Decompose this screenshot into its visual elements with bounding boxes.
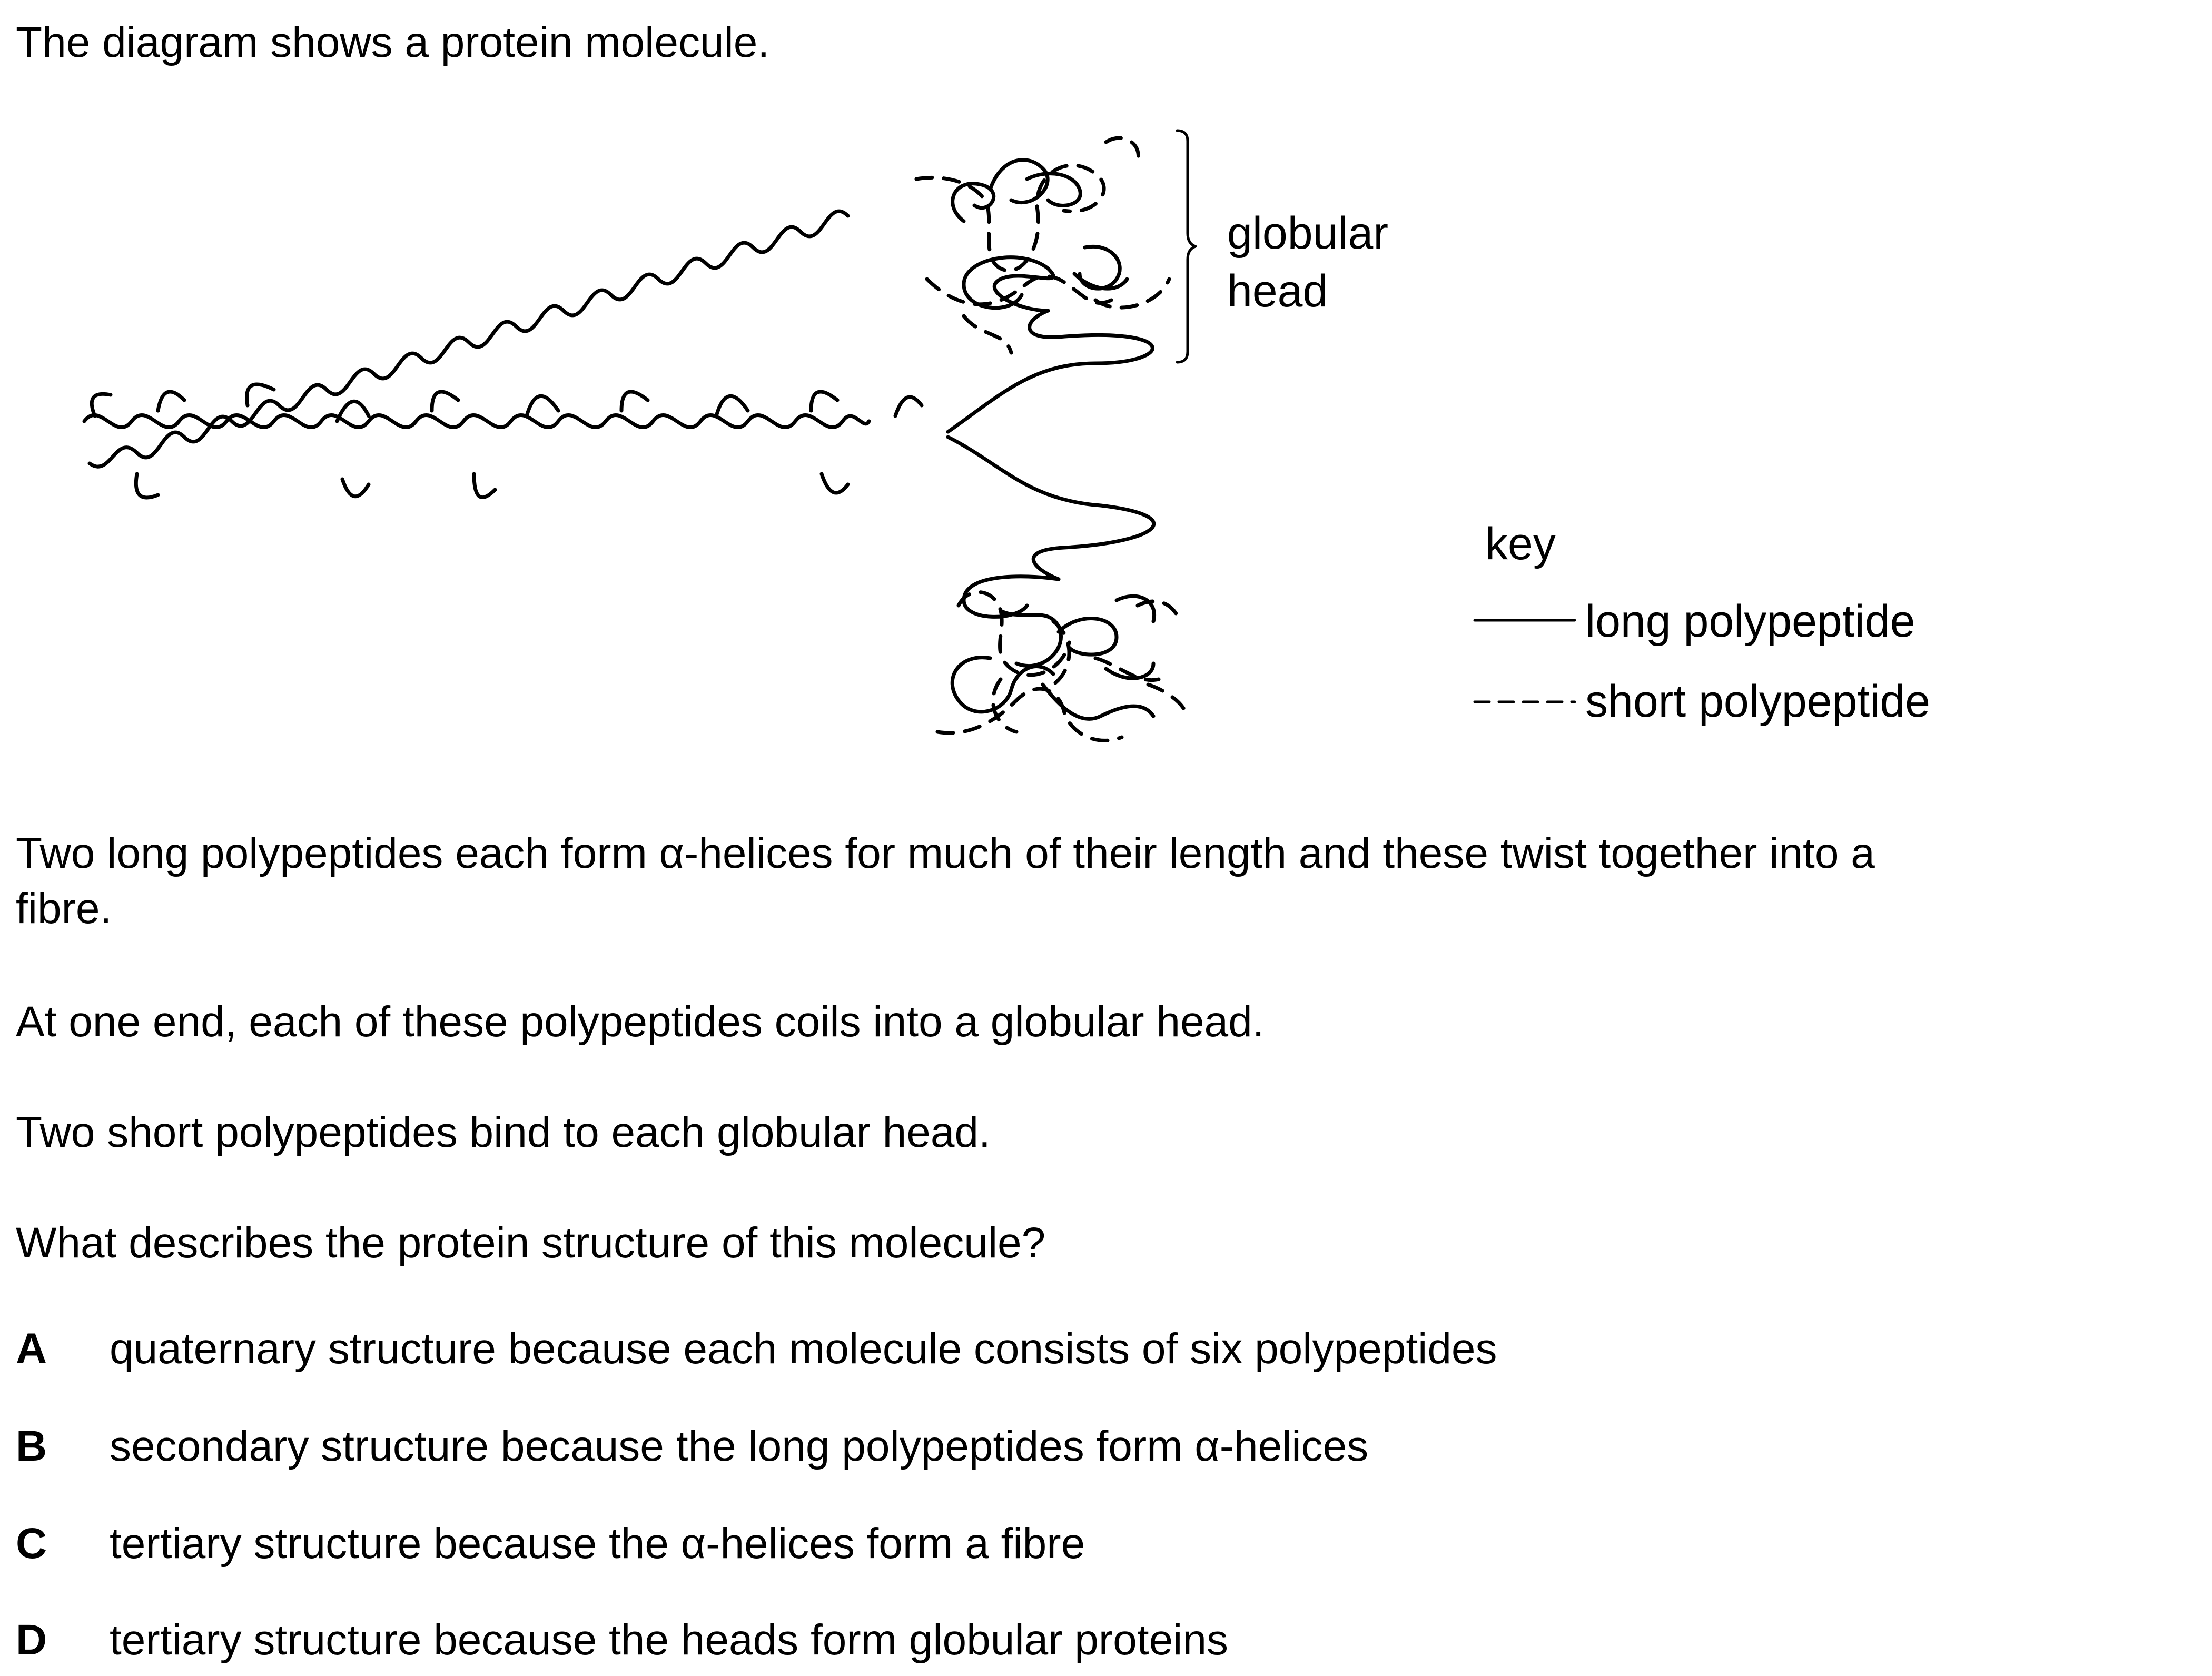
lower-head-dashed (935, 590, 1187, 742)
helix-loops (90, 382, 924, 500)
option-b-text: secondary structure because the long pol… (110, 1422, 1369, 1470)
key-short-label: short polypeptide (1585, 676, 1930, 727)
key-long-label: long polypeptide (1585, 596, 1915, 647)
paragraph-3: Two short polypeptides bind to each glob… (16, 1108, 991, 1156)
option-a-letter: A (16, 1325, 47, 1373)
long-polypeptide-upper (946, 309, 1154, 434)
head-bracket (1176, 129, 1197, 364)
option-c-text: tertiary structure because the α-helices… (110, 1520, 1085, 1568)
upper-head-solid (951, 158, 1129, 313)
question-text: What describes the protein structure of … (16, 1219, 1046, 1267)
option-a-text: quaternary structure because each molecu… (110, 1325, 1497, 1373)
upper-head-dashed (914, 136, 1171, 355)
lower-head-solid (950, 574, 1156, 721)
globular-head-label-line2: head (1227, 266, 1328, 317)
globular-head-label-line1: globular (1227, 208, 1388, 259)
option-b-letter: B (16, 1422, 47, 1470)
option-c-letter: C (16, 1520, 47, 1568)
paragraph-1a: Two long polypeptides each form α-helice… (16, 829, 1875, 877)
option-d-text: tertiary structure because the heads for… (110, 1616, 1228, 1664)
globular-head-label: globular head (1227, 204, 1388, 320)
helix-fibre (82, 413, 871, 429)
paragraph-2: At one end, each of these polypeptides c… (16, 998, 1265, 1046)
key-title: key (1485, 519, 1556, 569)
long-polypeptide-lower (946, 435, 1156, 581)
helix-fibre-strand-2 (87, 209, 850, 469)
paragraph-1b: fibre. (16, 885, 112, 933)
option-d-letter: D (16, 1616, 47, 1664)
intro-text: The diagram shows a protein molecule. (16, 18, 770, 66)
